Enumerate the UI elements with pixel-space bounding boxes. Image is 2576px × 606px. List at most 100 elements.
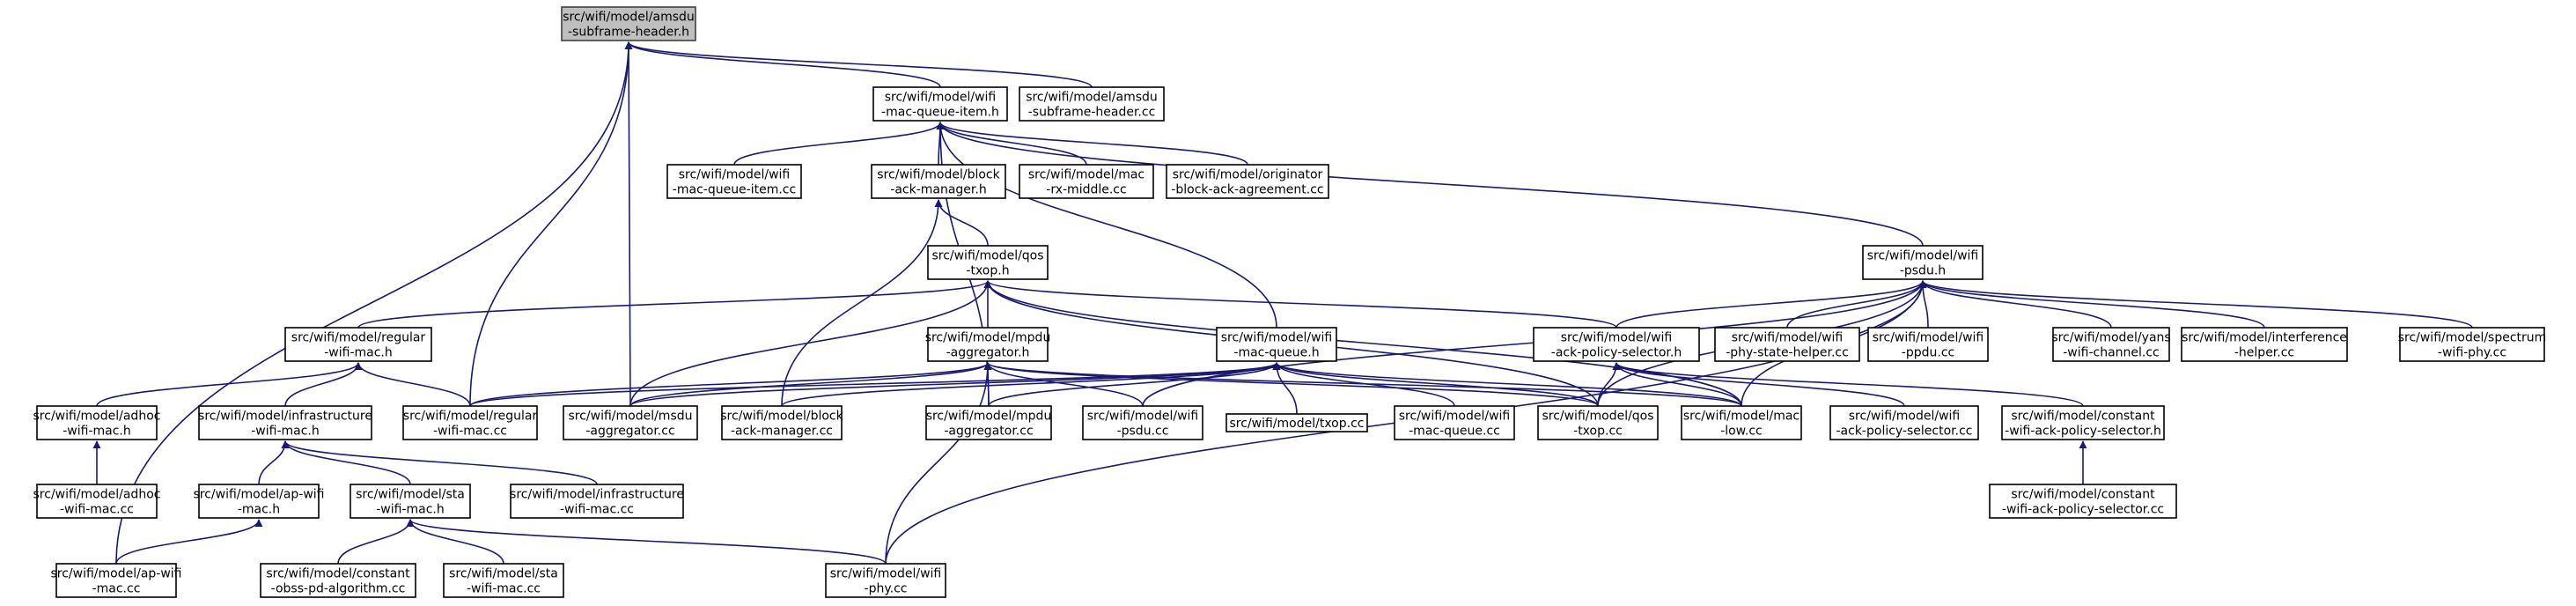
dependency-edge-n17-n8 [1918,280,2473,329]
dependency-edge-n7-n4 [934,199,989,247]
dependency-edge-n16-n8 [1918,280,2265,329]
file-node[interactable]: src/wifi/model/block-ack-manager.h [871,164,1006,199]
node-label-line: -phy.cc [865,582,908,596]
node-box [872,86,1008,122]
dependency-edge-n30-n12 [1612,362,2084,407]
file-node[interactable]: src/wifi/model/spectrum-wifi-phy.cc [2398,327,2547,362]
file-node[interactable]: src/wifi/model/wifi-mac-queue-item.h [872,86,1008,122]
node-label-line: -aggregator.cc [944,425,1033,439]
node-label-line: src/wifi/model/wifi [1087,410,1199,424]
file-node[interactable]: src/wifi/model/adhoc-wifi-mac.cc [33,484,161,519]
file-node[interactable]: src/wifi/model/txop.cc [1225,413,1368,432]
file-node[interactable]: src/wifi/model/regular-wifi-mac.cc [402,405,538,440]
node-box [284,327,432,362]
node-label-line: src/wifi/model/block [877,168,1000,182]
dependency-edge-n20-n9 [354,362,471,407]
dependency-edge-n36-n0 [115,41,633,565]
node-label-line: src/wifi/model/mac [1028,168,1144,182]
node-label-line: -ppdu.cc [1902,346,1954,360]
node-label-line: -ack-manager.h [890,183,986,197]
node-label-line: src/wifi/model/infrastructure [510,488,684,502]
file-node[interactable]: src/wifi/model/constant-obss-pd-algorith… [260,563,416,598]
file-node[interactable]: src/wifi/model/infrastructure-wifi-mac.c… [510,484,684,519]
node-box [2001,405,2165,440]
file-node[interactable]: src/wifi/model/wifi-psdu.cc [1082,405,1203,440]
file-node[interactable]: src/wifi/model/msdu-aggregator.cc [563,405,698,440]
node-label-line: -wifi-phy.cc [2438,346,2506,360]
node-label-line: -mac-queue.cc [1409,425,1500,439]
file-node[interactable]: src/wifi/model/wifi-phy-state-helper.cc [1714,327,1860,362]
node-box [1829,405,1979,440]
file-node[interactable]: src/wifi/model/wifi-mac-queue.cc [1394,405,1515,440]
file-node[interactable]: src/wifi/model/mac-low.cc [1681,405,1802,440]
node-label-line: -block-ack-agreement.cc [1171,183,1323,197]
dependency-edge-n14-n8 [1918,280,1929,329]
node-box [2052,327,2170,362]
file-node[interactable]: src/wifi/model/wifi-phy.cc [825,563,946,598]
node-label-line: -subframe-header.cc [1028,106,1156,120]
node-label-line: src/wifi/model/msdu [568,410,692,424]
dependency-edge-n20-n10 [469,362,992,407]
file-node[interactable]: src/wifi/model/sta-wifi-mac.h [350,484,471,519]
node-box [36,484,158,519]
dependency-edge-n32-n19 [258,440,290,485]
file-node[interactable]: src/wifi/model/wifi-mac-queue-item.cc [666,164,802,199]
node-label-line: -mac-queue-item.h [881,106,999,120]
file-node[interactable]: src/wifi/model/wifi-mac-queue.h [1216,327,1337,362]
node-box [871,164,1006,199]
node-label-line: src/wifi/model/interference [2182,331,2347,345]
node-label-line: -wifi-mac.h [63,425,131,439]
dependency-edge-n22-n4 [781,199,943,407]
node-label-line: src/wifi/model/ap-wifi [193,488,324,502]
file-node[interactable]: src/wifi/model/infrastructure-wifi-mac.h [198,405,372,440]
file-node[interactable]: src/wifi/model/regular-wifi-mac.h [284,327,432,362]
dependency-edge-n38-n33 [406,519,504,565]
file-node[interactable]: src/wifi/model/wifi-ppdu.cc [1867,327,1989,362]
dependency-edge-n22-n11 [781,362,1281,407]
file-node[interactable]: src/wifi/model/yans-wifi-channel.cc [2051,327,2171,362]
file-node[interactable]: src/wifi/model/constant-wifi-ack-policy-… [1989,484,2177,519]
node-box [36,405,158,440]
node-box [666,164,802,199]
file-node[interactable]: src/wifi/model/wifi-ack-policy-selector.… [1533,327,1700,362]
node-label-line: src/wifi/model/mpdu [926,410,1052,424]
dependency-edge-n34-n19 [281,440,598,485]
node-box [1867,327,1989,362]
node-box [402,405,538,440]
file-node[interactable]: src/wifi/model/block-ack-manager.cc [720,405,844,440]
file-node[interactable]: src/wifi/model/qos-txop.cc [1537,405,1659,440]
node-label-line: -aggregator.h [946,346,1030,360]
node-label-line: src/wifi/model/wifi [1867,249,1979,263]
root-header-node[interactable]: src/wifi/model/amsdu-subframe-header.h [561,6,696,41]
file-node[interactable]: src/wifi/model/mpdu-aggregator.cc [925,405,1052,440]
node-label-line: -wifi-ack-policy-selector.cc [2002,503,2164,517]
file-node[interactable]: src/wifi/model/interference-helper.cc [2181,327,2348,362]
file-node[interactable]: src/wifi/model/adhoc-wifi-mac.h [33,405,161,440]
dependency-edge-n8-n1 [936,122,1924,247]
node-label-line: -aggregator.cc [585,425,674,439]
node-label-line: -wifi-mac.h [376,503,445,517]
file-node[interactable]: src/wifi/model/mpdu-aggregator.h [925,327,1051,362]
dependency-edge-n28-n7 [983,280,1742,407]
node-label-line: src/wifi/model/qos [1542,410,1653,424]
file-node[interactable]: src/wifi/model/ap-wifi-mac.h [193,484,325,519]
node-box [1166,164,1329,199]
node-label-line: -helper.cc [2234,346,2294,360]
node-label-line: -mac-queue.h [1233,346,1319,360]
node-box [561,6,696,41]
file-node[interactable]: src/wifi/model/sta-wifi-mac.cc [443,563,564,598]
node-box [721,405,843,440]
file-node[interactable]: src/wifi/model/amsdu-subframe-header.cc [1019,86,1165,122]
dependency-edge-n12-n7 [983,280,1617,329]
file-node[interactable]: src/wifi/model/constant-wifi-ack-policy-… [2001,405,2165,440]
file-node[interactable]: src/wifi/model/qos-txop.h [927,245,1049,280]
node-box [2181,327,2348,362]
file-node[interactable]: src/wifi/model/wifi-ack-policy-selector.… [1829,405,1979,440]
file-node[interactable]: src/wifi/model/originator-block-ack-agre… [1166,164,1329,199]
dependency-edge-n33-n19 [281,440,411,485]
file-node[interactable]: src/wifi/model/mac-rx-middle.cc [1019,164,1154,199]
node-box [510,484,684,519]
file-node[interactable]: src/wifi/model/wifi-psdu.h [1862,245,1984,280]
node-box [1019,86,1165,122]
file-node[interactable]: src/wifi/model/ap-wifi-mac.cc [50,563,182,598]
